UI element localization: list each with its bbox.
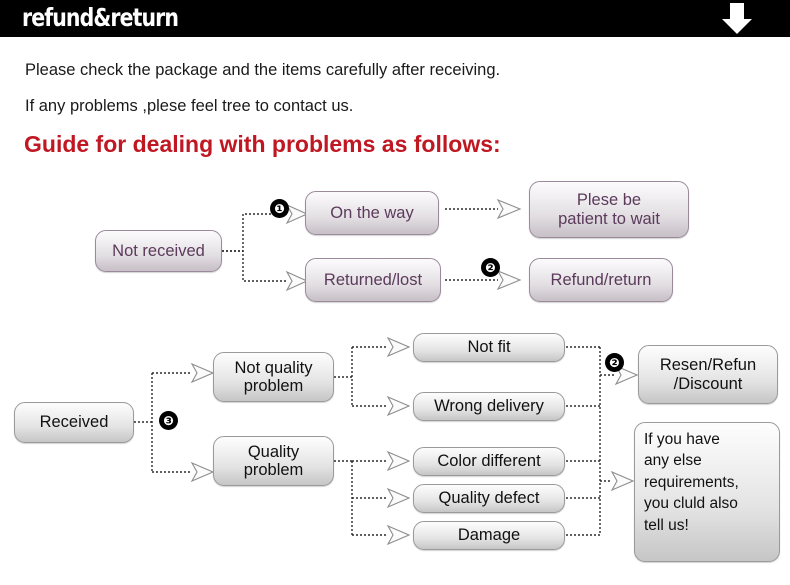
arrow-head-patient-wait — [496, 198, 522, 220]
node-not-quality-problem-line2: problem — [243, 377, 304, 395]
node-on-the-way[interactable]: On the way — [305, 191, 439, 235]
intro-line-1: Please check the package and the items c… — [25, 61, 501, 79]
down-arrow-icon — [722, 3, 752, 34]
node-please-be-patient[interactable]: Plese be patient to wait — [529, 181, 689, 238]
note-line-2: any else — [644, 452, 702, 470]
note-line-1: If you have — [644, 431, 720, 448]
note-line-5: tell us! — [644, 516, 689, 534]
node-issue-color-different[interactable]: Color different — [413, 447, 565, 476]
node-not-quality-problem[interactable]: Not quality problem — [213, 352, 334, 402]
node-issue-not-fit[interactable]: Not fit — [413, 333, 565, 362]
node-resend-refund-discount-line1: Resen/Refun — [659, 356, 757, 375]
arrow-head-color-different — [386, 450, 411, 472]
arrow-head-not-fit — [386, 336, 411, 358]
note-line-3: requirements, — [644, 473, 739, 491]
intro-line-2: If any problems ,plese feel tree to cont… — [25, 97, 354, 115]
node-resend-refund-discount[interactable]: Resen/Refun /Discount — [638, 345, 778, 404]
node-not-quality-problem-line1: Not quality — [234, 358, 313, 377]
note-line-4: you cluld also — [644, 495, 738, 513]
arrow-head-returned-lost — [285, 270, 309, 292]
header-bar: refund&return — [0, 0, 790, 37]
node-received[interactable]: Received — [14, 402, 134, 443]
badge-step-3: ❸ — [159, 411, 178, 430]
node-not-received[interactable]: Not received — [95, 230, 222, 272]
arrow-head-quality — [190, 461, 215, 483]
arrow-head-damage — [386, 524, 411, 546]
badge-step-2-top: ❷ — [481, 258, 500, 277]
guide-heading: Guide for dealing with problems as follo… — [24, 131, 501, 157]
node-resend-refund-discount-line2: /Discount — [673, 374, 743, 393]
arrow-head-note — [610, 470, 635, 492]
page-title: refund&return — [22, 3, 179, 32]
node-please-be-patient-line1: Plese be — [576, 191, 642, 210]
arrow-head-refund-return — [496, 269, 522, 291]
node-quality-problem-line1: Quality — [247, 442, 300, 461]
arrow-head-not-quality — [190, 362, 215, 384]
badge-step-1: ❶ — [270, 199, 289, 218]
arrow-head-wrong-delivery — [386, 395, 411, 417]
node-quality-problem-line2: problem — [243, 461, 304, 479]
node-issue-wrong-delivery[interactable]: Wrong delivery — [413, 392, 565, 421]
arrow-head-on-the-way — [285, 203, 309, 225]
node-issue-damage[interactable]: Damage — [413, 521, 565, 550]
arrow-head-quality-defect — [386, 487, 411, 509]
node-issue-quality-defect[interactable]: Quality defect — [413, 484, 565, 513]
node-quality-problem[interactable]: Quality problem — [213, 436, 334, 486]
node-please-be-patient-line2: patient to wait — [558, 209, 660, 228]
node-returned-lost[interactable]: Returned/lost — [305, 258, 441, 302]
node-additional-requirements-note[interactable]: If you have any else requirements, you c… — [634, 422, 780, 562]
badge-step-2-bottom: ❷ — [605, 353, 624, 372]
node-refund-return[interactable]: Refund/return — [529, 258, 673, 302]
